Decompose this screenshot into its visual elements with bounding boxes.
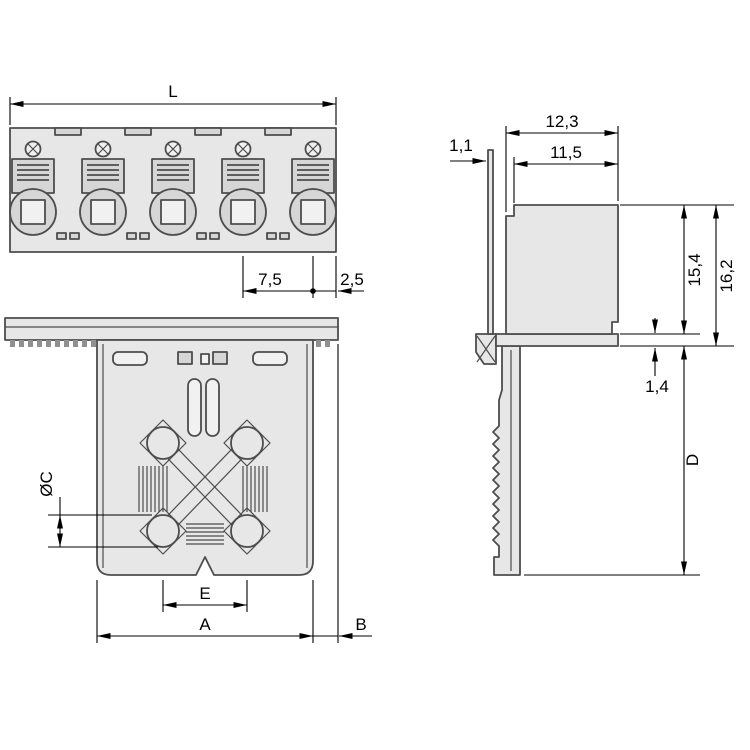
- bottom-view: ØC E A B: [4, 317, 372, 643]
- pole: [219, 140, 267, 236]
- dim-label-D: D: [683, 454, 702, 466]
- extension-lines: [48, 514, 158, 548]
- dim-label-E: E: [199, 584, 210, 603]
- screw-slot-icon: [27, 143, 39, 155]
- pole: [149, 140, 197, 236]
- conductor-opening: [90, 199, 116, 225]
- front-dim-pitch-and-edge: 7,5 2,5: [242, 256, 364, 298]
- latch-window: [252, 351, 288, 366]
- pole: [289, 140, 337, 236]
- conductor-opening: [20, 199, 46, 225]
- front-wall: [487, 149, 494, 335]
- locating-diamond: [139, 419, 187, 467]
- clamp-spring: [297, 164, 329, 181]
- dim-label-flange: 1,4: [645, 377, 669, 396]
- locking-foot: [492, 345, 521, 576]
- extension-lines: [242, 256, 337, 298]
- connector-body-bottom: [96, 339, 314, 576]
- extension-lines: [505, 126, 619, 212]
- side-right-dimensions: 15,4 16,2 1,4 D: [524, 204, 736, 576]
- bottom-dim-width: A: [96, 580, 314, 643]
- dim-label-B: B: [355, 615, 366, 634]
- dim-label-L: L: [168, 82, 177, 101]
- center-key: [212, 351, 228, 365]
- housing-vents: [56, 232, 290, 240]
- dim-label-diameter: ØC: [37, 471, 56, 497]
- clamp-spring: [17, 164, 49, 181]
- pole: [9, 140, 57, 236]
- locating-marks: [139, 419, 271, 555]
- side-dim-depth: 11,5: [513, 143, 618, 203]
- locating-circle: [146, 514, 180, 548]
- locating-circle: [146, 426, 180, 460]
- guide-slot: [205, 378, 220, 437]
- plate-outline: [4, 317, 339, 341]
- screw-slot-icon: [237, 143, 249, 155]
- locating-circle: [230, 514, 264, 548]
- dim-label-A: A: [199, 615, 211, 634]
- vertical-ribs-left: [138, 466, 168, 512]
- conductor-opening: [160, 199, 186, 225]
- front-view: L 7,5 2,5: [9, 82, 364, 298]
- clamp-spring: [87, 164, 119, 181]
- dim-label-height-upper: 15,4: [685, 253, 704, 286]
- extension-lines: [96, 580, 314, 643]
- dim-label-depth: 11,5: [550, 143, 582, 162]
- side-dim-wall: 1,1: [449, 136, 486, 164]
- dim-label-depth-total: 12,3: [545, 112, 578, 131]
- locating-diamond: [223, 507, 271, 555]
- screw-slot-icon: [167, 143, 179, 155]
- dim-label-wall: 1,1: [449, 136, 473, 155]
- dim-label-edge: 2,5: [340, 270, 364, 289]
- conductor-opening: [300, 199, 326, 225]
- pole: [79, 140, 127, 236]
- housing-block: [505, 204, 619, 335]
- latch-window: [112, 351, 148, 366]
- bottom-dim-diameter: ØC: [37, 471, 158, 548]
- latch-cross-mark: [476, 335, 496, 363]
- guide-slot: [187, 378, 202, 437]
- locating-diamond: [139, 507, 187, 555]
- horizontal-ribs: [186, 523, 224, 545]
- front-dim-length: L: [9, 82, 337, 125]
- clamp-spring: [227, 164, 259, 181]
- center-slot: [200, 353, 210, 365]
- housing-top-notches: [54, 127, 292, 136]
- center-key: [177, 351, 193, 365]
- extension-lines: [524, 204, 734, 576]
- body-outline: [96, 339, 314, 576]
- dim-label-pitch: 7,5: [258, 270, 282, 289]
- bottom-dim-overhang: B: [313, 344, 372, 643]
- screw-slot-icon: [97, 143, 109, 155]
- mounting-flange: [495, 333, 619, 347]
- clamp-spring: [157, 164, 189, 181]
- locating-circle: [230, 426, 264, 460]
- vertical-ribs-right: [242, 466, 268, 512]
- conductor-opening: [230, 199, 256, 225]
- side-view: 1,1 12,3 11,5 15,4 16,2 1,: [449, 112, 736, 576]
- body-inner-walls: [102, 344, 308, 568]
- extension-lines: [9, 97, 337, 125]
- front-housing: [9, 127, 337, 253]
- locating-diamond: [223, 419, 271, 467]
- side-dim-depth-total: 12,3: [505, 112, 619, 212]
- dim-label-height-total: 16,2: [717, 259, 736, 292]
- side-profile: [475, 149, 619, 576]
- screw-slot-icon: [307, 143, 319, 155]
- bottom-dim-spacing: E: [162, 580, 248, 612]
